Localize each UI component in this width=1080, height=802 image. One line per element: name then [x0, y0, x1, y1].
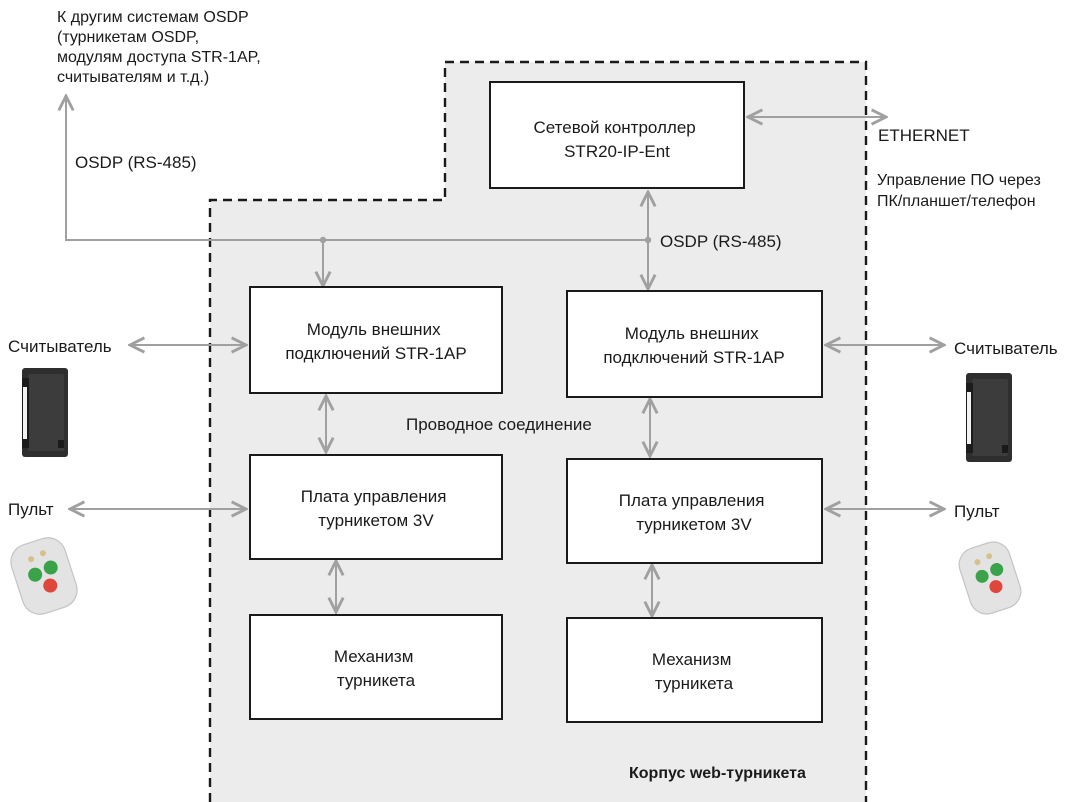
- osdp-left-label: OSDP (RS-485): [75, 153, 197, 172]
- mechanism-right-label-line1: Механизм: [652, 650, 732, 669]
- board-left-label-line1: Плата управления: [301, 487, 447, 506]
- reader-left-image: [22, 368, 68, 457]
- mechanism-box-right: [566, 617, 823, 723]
- remote-left-label: Пульт: [8, 500, 54, 519]
- connectors: [66, 96, 944, 616]
- board-box-right: [566, 458, 823, 564]
- osdp-center-label: OSDP (RS-485): [660, 232, 782, 251]
- osdp-systems-note: К другим системам OSDP (турникетам OSDP,…: [57, 9, 265, 86]
- mechanism-right-label-line2: турникета: [655, 674, 734, 693]
- controller-label: Сетевой контроллер STR20-IP-Ent: [533, 118, 700, 161]
- board-right-label: Плата управления турникетом 3V: [619, 491, 769, 534]
- mechanism-left-label: Механизм турникета: [334, 647, 418, 690]
- control-line2: ПК/планшет/телефон: [877, 193, 1036, 210]
- module-right-label-line1: Модуль внешних: [625, 324, 759, 343]
- mechanism-right-label: Механизм турникета: [652, 650, 736, 693]
- remote-right-label: Пульт: [954, 502, 1000, 521]
- osdp-note-line4: считывателям и т.д.): [57, 69, 209, 86]
- wired-connection-label: Проводное соединение: [406, 415, 592, 434]
- board-right-label-line1: Плата управления: [619, 491, 765, 510]
- osdp-bus-line: [66, 96, 648, 241]
- mechanism-box-left: [249, 614, 503, 720]
- remote-right-image: [958, 541, 1022, 615]
- module-right-label-line2: подключений STR-1AP: [603, 348, 784, 367]
- module-box-left: [249, 286, 503, 394]
- board-box-left: [249, 454, 503, 560]
- module-right-label: Модуль внешних подключений STR-1AP: [603, 324, 784, 367]
- reader-right-label: Считыватель: [954, 339, 1058, 358]
- board-left-label: Плата управления турникетом 3V: [301, 487, 451, 530]
- controller-label-line2: STR20-IP-Ent: [564, 142, 670, 161]
- mechanism-left-label-line1: Механизм: [334, 647, 414, 666]
- control-software-label: Управление ПО через ПК/планшет/телефон: [877, 172, 1045, 210]
- housing-label: Корпус web-турникета: [629, 765, 806, 782]
- osdp-note-line1: К другим системам OSDP: [57, 9, 248, 26]
- controller-label-line1: Сетевой контроллер: [533, 118, 695, 137]
- module-left-label-line2: подключений STR-1AP: [285, 344, 466, 363]
- component-boxes: [249, 81, 823, 723]
- module-box-right: [566, 290, 823, 398]
- board-left-label-line2: турникетом 3V: [318, 511, 434, 530]
- module-left-label-line1: Модуль внешних: [307, 320, 441, 339]
- control-line1: Управление ПО через: [877, 172, 1041, 189]
- osdp-note-line3: модулям доступа STR-1AP,: [57, 49, 261, 66]
- module-left-label: Модуль внешних подключений STR-1AP: [285, 320, 466, 363]
- remote-left-image: [10, 537, 78, 615]
- board-right-label-line2: турникетом 3V: [636, 515, 752, 534]
- ethernet-label: ETHERNET: [878, 126, 970, 145]
- bus-junction-right: [644, 236, 652, 244]
- osdp-note-line2: (турникетам OSDP,: [57, 29, 199, 46]
- reader-right-image: [966, 373, 1012, 462]
- controller-box: [489, 81, 745, 189]
- mechanism-left-label-line2: турникета: [337, 671, 416, 690]
- reader-left-label: Считыватель: [8, 337, 112, 356]
- bus-junction-left: [319, 236, 327, 244]
